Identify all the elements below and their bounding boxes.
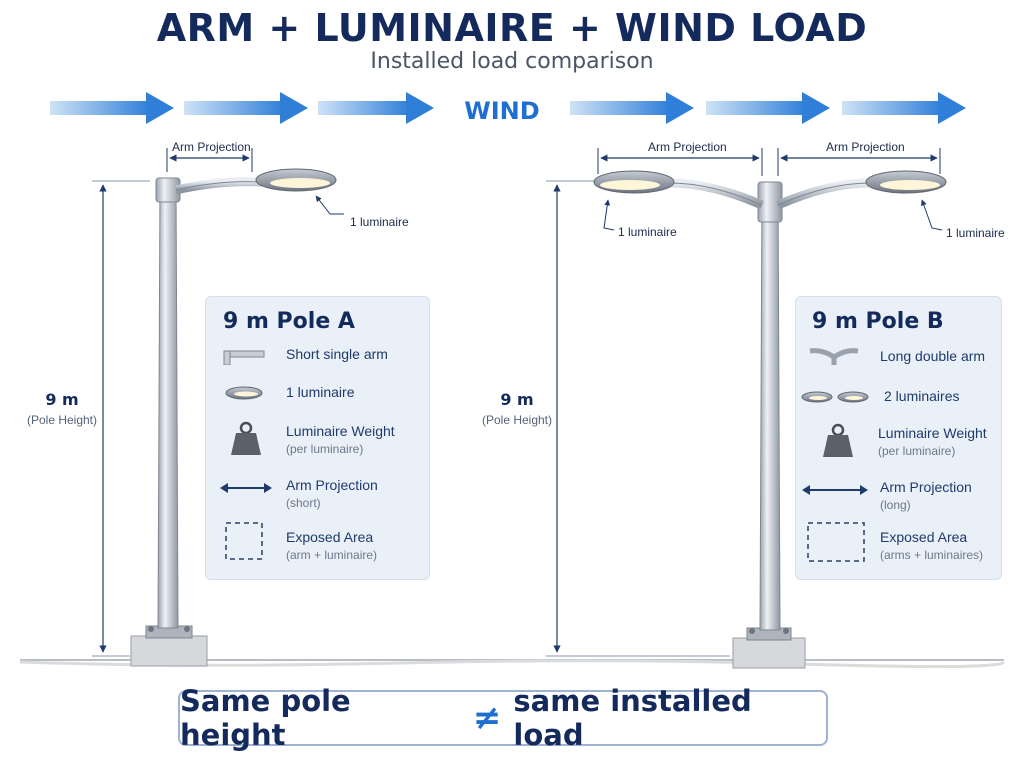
pole-a-height-label: 9 m (Pole Height) — [24, 390, 100, 427]
pole-a-luminaire-callout: 1 luminaire — [350, 215, 409, 229]
panel-row-label: Arm Projection — [286, 477, 378, 493]
double-arm-icon — [809, 348, 859, 365]
panel-row: Short single arm — [206, 343, 429, 369]
panel-row-label: Luminaire Weight — [286, 423, 395, 439]
pole-a-height-value: 9 m — [45, 390, 79, 409]
weight-icon — [231, 421, 261, 455]
panel-row-label: 1 luminaire — [286, 384, 355, 400]
wind-arrow-icon — [570, 92, 694, 124]
panel-row: Luminaire Weight (per luminaire) — [796, 423, 1001, 463]
pole-a-height-caption: (Pole Height) — [26, 413, 98, 427]
panel-row-detail: (long) — [880, 498, 911, 512]
wind-arrow-icon — [184, 92, 308, 124]
page-title: ARM + LUMINAIRE + WIND LOAD — [156, 6, 868, 50]
double-arrow-icon — [220, 483, 272, 493]
panel-row: Arm Projection (short) — [206, 475, 429, 515]
not-equal-symbol: ≠ — [472, 698, 502, 738]
pole-b-panel-title: 9 m Pole B — [812, 309, 944, 334]
panel-row: 1 luminaire — [206, 381, 429, 407]
weight-icon — [823, 423, 853, 457]
panel-row: Exposed Area (arm + luminaire) — [206, 519, 429, 563]
conclusion-right-text: same installed load — [513, 684, 752, 752]
pole-b-left-arm-projection-label: Arm Projection — [648, 140, 727, 154]
pole-b-height-label: 9 m (Pole Height) — [476, 390, 558, 427]
pole-b-height-value: 9 m — [500, 390, 534, 409]
panel-row: Luminaire Weight (per luminaire) — [206, 421, 429, 461]
panel-row-label: 2 luminaires — [884, 388, 960, 404]
pole-b-height-caption: (Pole Height) — [481, 413, 553, 427]
pole-b-left-luminaire — [593, 170, 675, 194]
panel-row-label: Arm Projection — [880, 479, 972, 495]
panel-row-detail: (per luminaire) — [878, 444, 956, 458]
panel-row-label: Luminaire Weight — [878, 425, 987, 441]
panel-row: Long double arm — [796, 345, 1001, 371]
pole-a — [92, 148, 344, 667]
double-arrow-icon — [802, 485, 868, 495]
panel-row-detail: (arms + luminaires) — [880, 548, 984, 562]
luminaire-icon — [225, 386, 263, 400]
single-arm-icon — [223, 350, 265, 365]
pole-a-arm-projection-label: Arm Projection — [172, 140, 251, 154]
wind-arrows — [50, 92, 966, 124]
wind-arrow-icon — [842, 92, 966, 124]
pole-b-right-luminaire-callout: 1 luminaire — [946, 226, 1005, 240]
panel-row: Exposed Area (arms + luminaires) — [796, 519, 1001, 565]
conclusion-banner: Same pole height ≠ same installed load — [178, 684, 828, 752]
pole-a-luminaire — [255, 168, 337, 192]
dashed-box-icon — [225, 522, 263, 560]
two-luminaires-icon — [801, 391, 869, 403]
panel-row-label: Exposed Area — [880, 529, 968, 545]
pole-a-shaft — [157, 181, 179, 629]
panel-row-label: Short single arm — [286, 346, 388, 362]
pole-b — [546, 148, 947, 669]
pole-b-right-luminaire — [865, 170, 947, 194]
panel-row-label: Long double arm — [880, 348, 986, 364]
wind-arrow-icon — [50, 92, 174, 124]
pole-b-panel: 9 m Pole B Long double arm 2 luminaires … — [795, 296, 1002, 580]
page-subtitle: Installed load comparison — [370, 49, 654, 74]
pole-a-panel: 9 m Pole A Short single arm 1 luminaire … — [205, 296, 430, 580]
dashed-box-icon — [807, 522, 865, 562]
pole-a-panel-title: 9 m Pole A — [223, 309, 355, 334]
pole-b-left-arm — [665, 178, 764, 210]
wind-label: WIND — [464, 97, 540, 125]
panel-row: Arm Projection (long) — [796, 477, 1001, 517]
panel-row-detail: (arm + luminaire) — [286, 548, 378, 562]
pole-b-right-arm — [776, 178, 875, 210]
wind-arrow-icon — [318, 92, 434, 124]
conclusion-left-text: Same pole height — [180, 684, 351, 752]
panel-row-detail: (per luminaire) — [286, 442, 364, 456]
pole-a-foundation — [130, 635, 208, 667]
pole-b-right-arm-projection-label: Arm Projection — [826, 140, 905, 154]
panel-row: 2 luminaires — [796, 385, 1001, 411]
wind-arrow-icon — [706, 92, 830, 124]
pole-b-foundation — [732, 637, 806, 669]
pole-b-left-luminaire-callout: 1 luminaire — [618, 225, 677, 239]
pole-b-shaft — [759, 185, 781, 631]
panel-row-label: Exposed Area — [286, 529, 374, 545]
panel-row-detail: (short) — [286, 496, 321, 510]
